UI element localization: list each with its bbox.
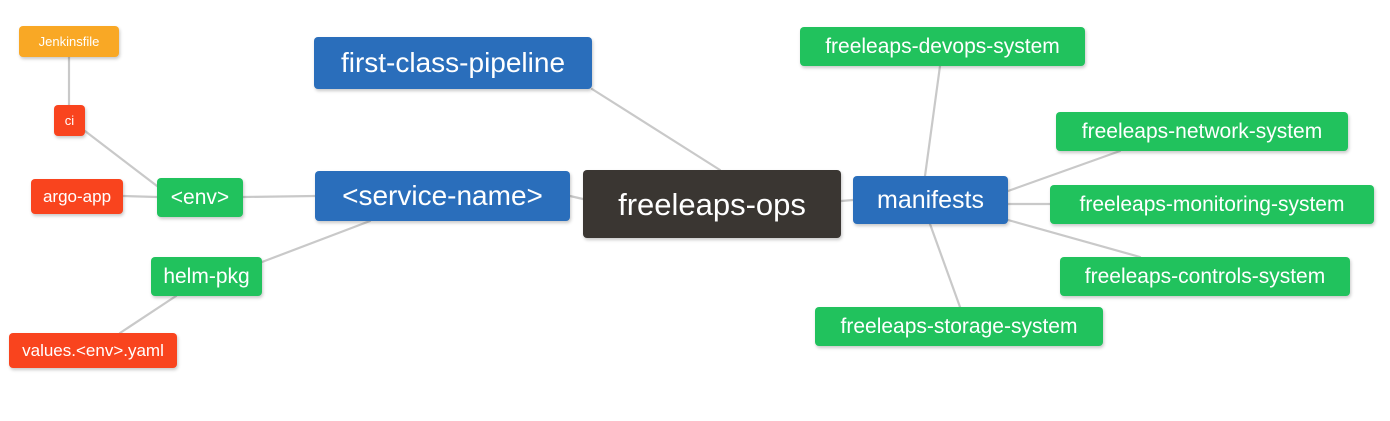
node-freeleaps-controls-system[interactable]: freeleaps-controls-system (1060, 257, 1350, 296)
edge-argo-app-to-env (121, 194, 159, 199)
node-label-freeleaps-network-system: freeleaps-network-system (1081, 120, 1323, 143)
node-label-argo-app: argo-app (42, 187, 112, 206)
edge-ci-to-env (83, 129, 159, 188)
node-ci[interactable]: ci (54, 105, 85, 136)
node-label-ci: ci (64, 113, 75, 128)
node-label-values-env-yaml: values.<env>.yaml (22, 341, 164, 360)
node-label-freeleaps-storage-system: freeleaps-storage-system (840, 315, 1078, 338)
node-label-freeleaps-controls-system: freeleaps-controls-system (1084, 265, 1326, 288)
node-manifests[interactable]: manifests (853, 176, 1008, 224)
node-freeleaps-storage-system[interactable]: freeleaps-storage-system (815, 307, 1103, 346)
edge-manifests-to-freeleaps-controls-system (1006, 218, 1142, 259)
node-freeleaps-ops[interactable]: freeleaps-ops (583, 170, 841, 238)
node-values-env-yaml[interactable]: values.<env>.yaml (9, 333, 177, 368)
node-label-env: <env> (170, 186, 230, 209)
node-env[interactable]: <env> (157, 178, 243, 217)
node-label-freeleaps-devops-system: freeleaps-devops-system (825, 35, 1060, 58)
node-argo-app[interactable]: argo-app (31, 179, 123, 214)
node-label-freeleaps-ops: freeleaps-ops (618, 186, 806, 222)
node-first-class-pipeline[interactable]: first-class-pipeline (314, 37, 592, 89)
node-label-first-class-pipeline: first-class-pipeline (340, 47, 566, 78)
node-label-service-name: <service-name> (342, 180, 543, 211)
node-helm-pkg[interactable]: helm-pkg (151, 257, 262, 296)
node-jenkinsfile[interactable]: Jenkinsfile (19, 26, 119, 57)
edge-values-env-yaml-to-helm-pkg (118, 294, 178, 335)
edge-helm-pkg-to-service-name (260, 219, 372, 264)
node-freeleaps-devops-system[interactable]: freeleaps-devops-system (800, 27, 1085, 66)
edge-env-to-service-name (241, 194, 317, 199)
node-freeleaps-network-system[interactable]: freeleaps-network-system (1056, 112, 1348, 151)
edge-first-class-pipeline-to-freeleaps-ops (590, 87, 722, 172)
node-label-freeleaps-monitoring-system: freeleaps-monitoring-system (1079, 193, 1345, 216)
node-service-name[interactable]: <service-name> (315, 171, 570, 221)
edge-manifests-to-freeleaps-devops-system (923, 64, 942, 178)
node-freeleaps-monitoring-system[interactable]: freeleaps-monitoring-system (1050, 185, 1374, 224)
edge-service-name-to-freeleaps-ops (568, 194, 585, 201)
edge-freeleaps-ops-to-manifests (839, 198, 855, 203)
node-label-manifests: manifests (877, 185, 984, 214)
node-label-helm-pkg: helm-pkg (163, 265, 250, 288)
node-label-jenkinsfile: Jenkinsfile (38, 34, 100, 49)
edge-manifests-to-freeleaps-storage-system (928, 222, 962, 309)
